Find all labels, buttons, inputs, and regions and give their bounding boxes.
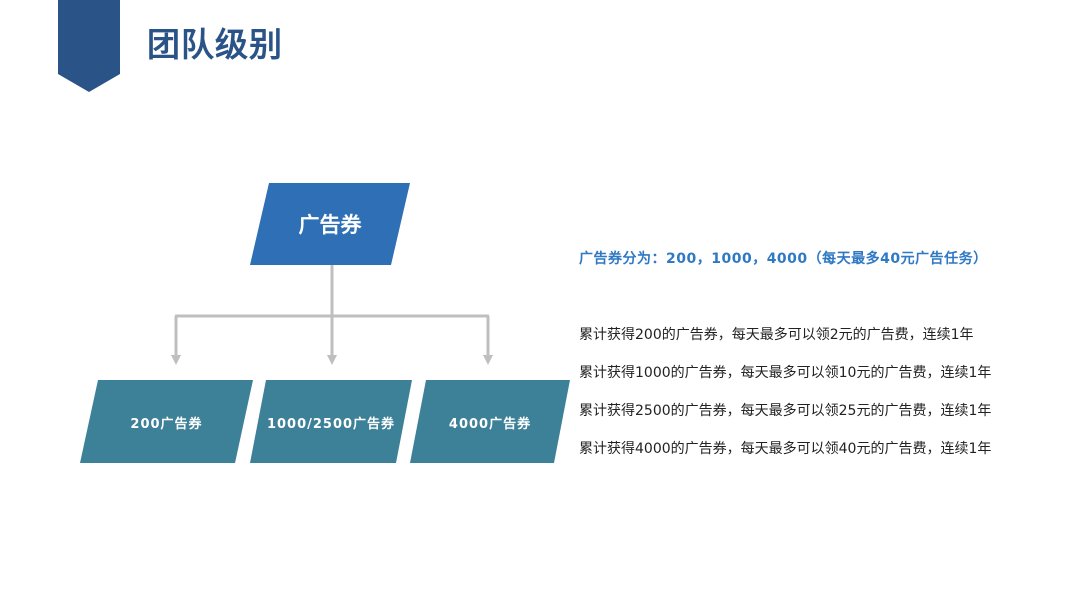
child-node-label: 4000广告券 [448,416,532,432]
child-node-shape-2 [410,380,570,463]
list-item: 累计获得4000的广告券，每天最多可以领40元的广告费，连续1年 [579,441,992,457]
list-item: 累计获得2500的广告券，每天最多可以领25元的广告费，连续1年 [579,403,992,419]
root-node-label: 广告券 [298,213,362,237]
child-node-label: 200广告券 [130,416,203,432]
rules-list: 累计获得200的广告券，每天最多可以领2元的广告费，连续1年 累计获得1000的… [579,323,1059,475]
list-item: 累计获得1000的广告券，每天最多可以领10元的广告费，连续1年 [579,365,992,381]
header-ribbon [58,0,120,92]
child-node-label: 1000/2500广告券 [266,416,396,432]
list-item: 累计获得200的广告券，每天最多可以领2元的广告费，连续1年 [579,327,974,343]
child-node-shape-0 [80,380,253,463]
child-node-shape-1 [250,380,412,463]
root-node-shape [250,183,410,265]
info-headline: 广告券分为：200，1000，4000（每天最多40元广告任务） [579,251,988,267]
page-title: 团队级别 [147,25,283,64]
connectors [171,265,493,365]
